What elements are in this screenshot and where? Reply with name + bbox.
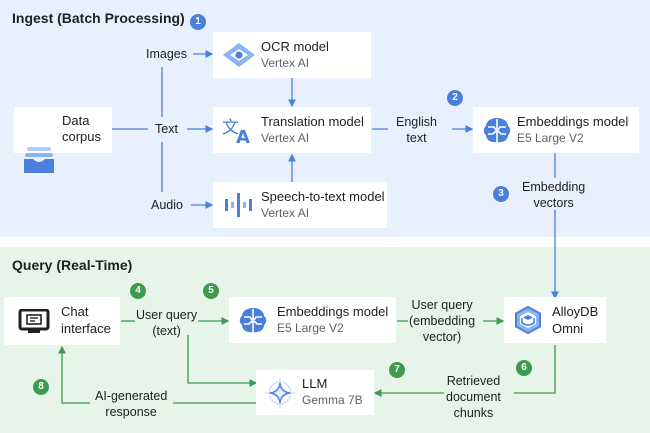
speech-to-text-box: Speech-to-text model Vertex AI bbox=[213, 182, 387, 228]
embeddings-query-title: Embeddings model bbox=[277, 304, 389, 319]
embeddings-ingest-title: Embeddings model bbox=[517, 114, 629, 129]
data-corpus-box: Data corpus bbox=[14, 107, 112, 153]
monitor-chat-icon bbox=[18, 309, 50, 333]
chat-line1: Chat bbox=[61, 304, 89, 319]
alloydb-hexagon-icon bbox=[515, 306, 541, 334]
chat-interface-box: Chat interface bbox=[4, 297, 120, 345]
chat-line2: interface bbox=[61, 321, 111, 336]
label-retrieved-chunks: Retrieved document chunks bbox=[446, 373, 501, 421]
label-english-text: English text bbox=[396, 114, 437, 146]
alloydb-line1: AlloyDB bbox=[552, 304, 599, 319]
label-uqe-line3: vector) bbox=[422, 330, 462, 344]
llm-subtitle: Gemma 7B bbox=[302, 393, 363, 407]
llm-box: LLM Gemma 7B bbox=[256, 370, 374, 415]
alloydb-line2: Omni bbox=[552, 321, 584, 336]
label-text: Text bbox=[155, 122, 178, 136]
label-uqe-line1: User query bbox=[411, 298, 473, 312]
alloydb-box: AlloyDB Omni bbox=[504, 297, 606, 343]
label-uqe-line2: (embedding bbox=[409, 314, 476, 328]
ocr-model-subtitle: Vertex AI bbox=[261, 56, 310, 70]
embeddings-model-box-query: Embeddings model E5 Large V2 bbox=[229, 297, 396, 343]
speech-model-subtitle: Vertex AI bbox=[261, 206, 310, 220]
speech-model-title: Speech-to-text model bbox=[261, 189, 385, 204]
translate-icon: 文 A bbox=[222, 118, 250, 145]
inbox-tray-icon bbox=[24, 147, 54, 173]
ocr-model-title: OCR model bbox=[261, 39, 329, 54]
label-user-query-embedding: User query (embedding vector) bbox=[409, 297, 475, 345]
label-rc-line1: Retrieved bbox=[446, 374, 501, 388]
ingest-title: Ingest (Batch Processing) bbox=[12, 10, 185, 26]
svg-text:文: 文 bbox=[222, 118, 239, 138]
step-badge-4: 4 bbox=[130, 283, 146, 299]
ocr-model-box: OCR model Vertex AI bbox=[213, 32, 371, 78]
label-audio: Audio bbox=[151, 198, 183, 212]
svg-text:A: A bbox=[236, 127, 250, 145]
data-corpus-line2: corpus bbox=[62, 129, 102, 144]
step-badge-1: 1 bbox=[190, 14, 206, 30]
translation-model-title: Translation model bbox=[261, 114, 364, 129]
label-images: Images bbox=[146, 47, 187, 61]
translation-model-box: 文 A Translation model Vertex AI bbox=[213, 107, 371, 153]
audio-waveform-icon bbox=[225, 193, 252, 217]
label-vectors-line2: vectors bbox=[533, 196, 574, 210]
step-badge-8: 8 bbox=[33, 379, 49, 395]
label-user-query-text: User query (text) bbox=[136, 307, 197, 339]
translation-model-subtitle: Vertex AI bbox=[261, 131, 310, 145]
label-english-line2: text bbox=[406, 131, 427, 145]
label-vectors-line1: Embedding bbox=[522, 180, 586, 194]
step-badge-7: 7 bbox=[389, 362, 405, 378]
label-rc-line2: document bbox=[446, 390, 501, 404]
label-ai-response: AI-generated response bbox=[95, 388, 167, 420]
brain-icon bbox=[239, 308, 267, 333]
llm-title: LLM bbox=[302, 376, 328, 391]
label-air-line2: response bbox=[105, 405, 157, 419]
label-air-line1: AI-generated bbox=[95, 389, 168, 403]
label-uq-line1: User query bbox=[136, 308, 198, 322]
step-badge-6: 6 bbox=[516, 360, 532, 376]
vertex-ai-diamond-icon bbox=[223, 43, 255, 67]
step-badge-3: 3 bbox=[493, 186, 509, 202]
embeddings-model-box-ingest: Embeddings model E5 Large V2 bbox=[473, 107, 639, 153]
query-title: Query (Real-Time) bbox=[12, 257, 133, 273]
gemma-star-icon bbox=[265, 378, 295, 408]
step-badge-2: 2 bbox=[447, 90, 463, 106]
step-badge-5: 5 bbox=[203, 283, 219, 299]
brain-icon bbox=[483, 118, 511, 143]
label-rc-line3: chunks bbox=[453, 406, 494, 420]
embeddings-ingest-subtitle: E5 Large V2 bbox=[517, 131, 584, 145]
label-embedding-vectors: Embedding vectors bbox=[522, 179, 585, 211]
label-english-line1: English bbox=[396, 115, 437, 129]
label-uq-line2: (text) bbox=[152, 324, 181, 338]
data-corpus-line1: Data bbox=[62, 113, 90, 128]
embeddings-query-subtitle: E5 Large V2 bbox=[277, 321, 344, 335]
